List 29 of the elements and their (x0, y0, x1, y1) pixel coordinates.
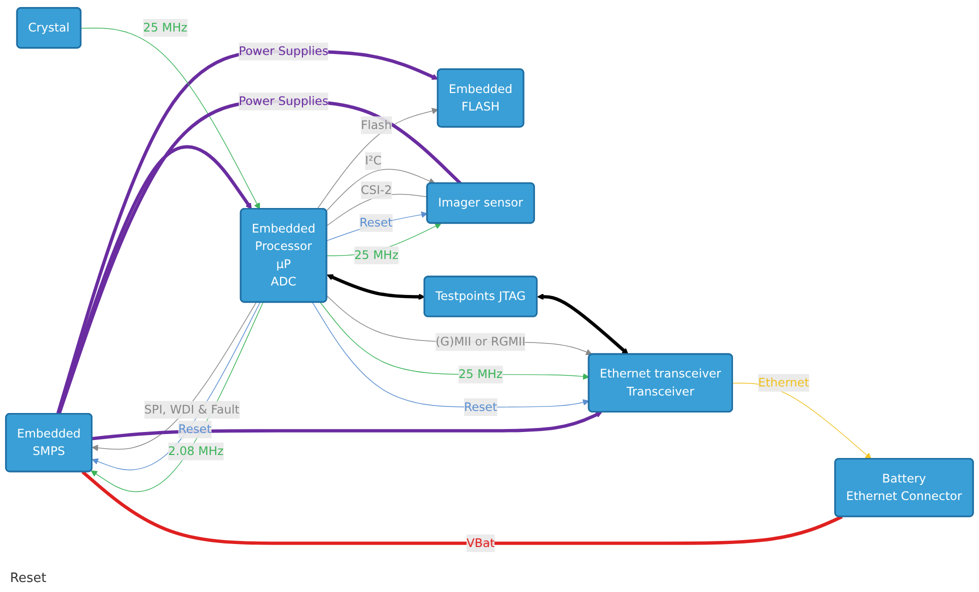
arrow (326, 168, 436, 212)
edge-label: Ethernet (758, 375, 810, 390)
note-text: Reset (10, 571, 46, 586)
edge-label: 2.08 MHz (168, 444, 224, 458)
arrow (56, 50, 438, 415)
edge-label: SPI, WDI & Fault (144, 402, 240, 417)
edge-label: 25 MHz (143, 20, 188, 35)
edge-label: CSI-2 (360, 182, 392, 197)
edge-label: Reset (464, 400, 498, 414)
edge-label: Reset (359, 216, 393, 230)
edge-label: I²C (364, 154, 382, 168)
arrow (320, 302, 590, 380)
edge-label: VBat (466, 536, 495, 550)
arrow (326, 211, 428, 242)
edge-label: Reset (178, 422, 212, 436)
edge-label: Power Supplies (238, 94, 328, 108)
arrow (326, 295, 592, 356)
arrow (92, 412, 602, 440)
edge-label: Power Supplies (238, 44, 328, 58)
edge-label: 25 MHz (354, 248, 398, 262)
edge-label: Flash (360, 118, 392, 132)
arrow (316, 108, 438, 210)
arrow (312, 302, 590, 408)
arrow (537, 294, 628, 355)
edge-label: (G)MII or RGMII (436, 334, 526, 349)
arrow (80, 28, 260, 210)
connector (82, 470, 843, 545)
edge-label: 25 MHz (458, 367, 503, 382)
arrow (326, 274, 425, 300)
